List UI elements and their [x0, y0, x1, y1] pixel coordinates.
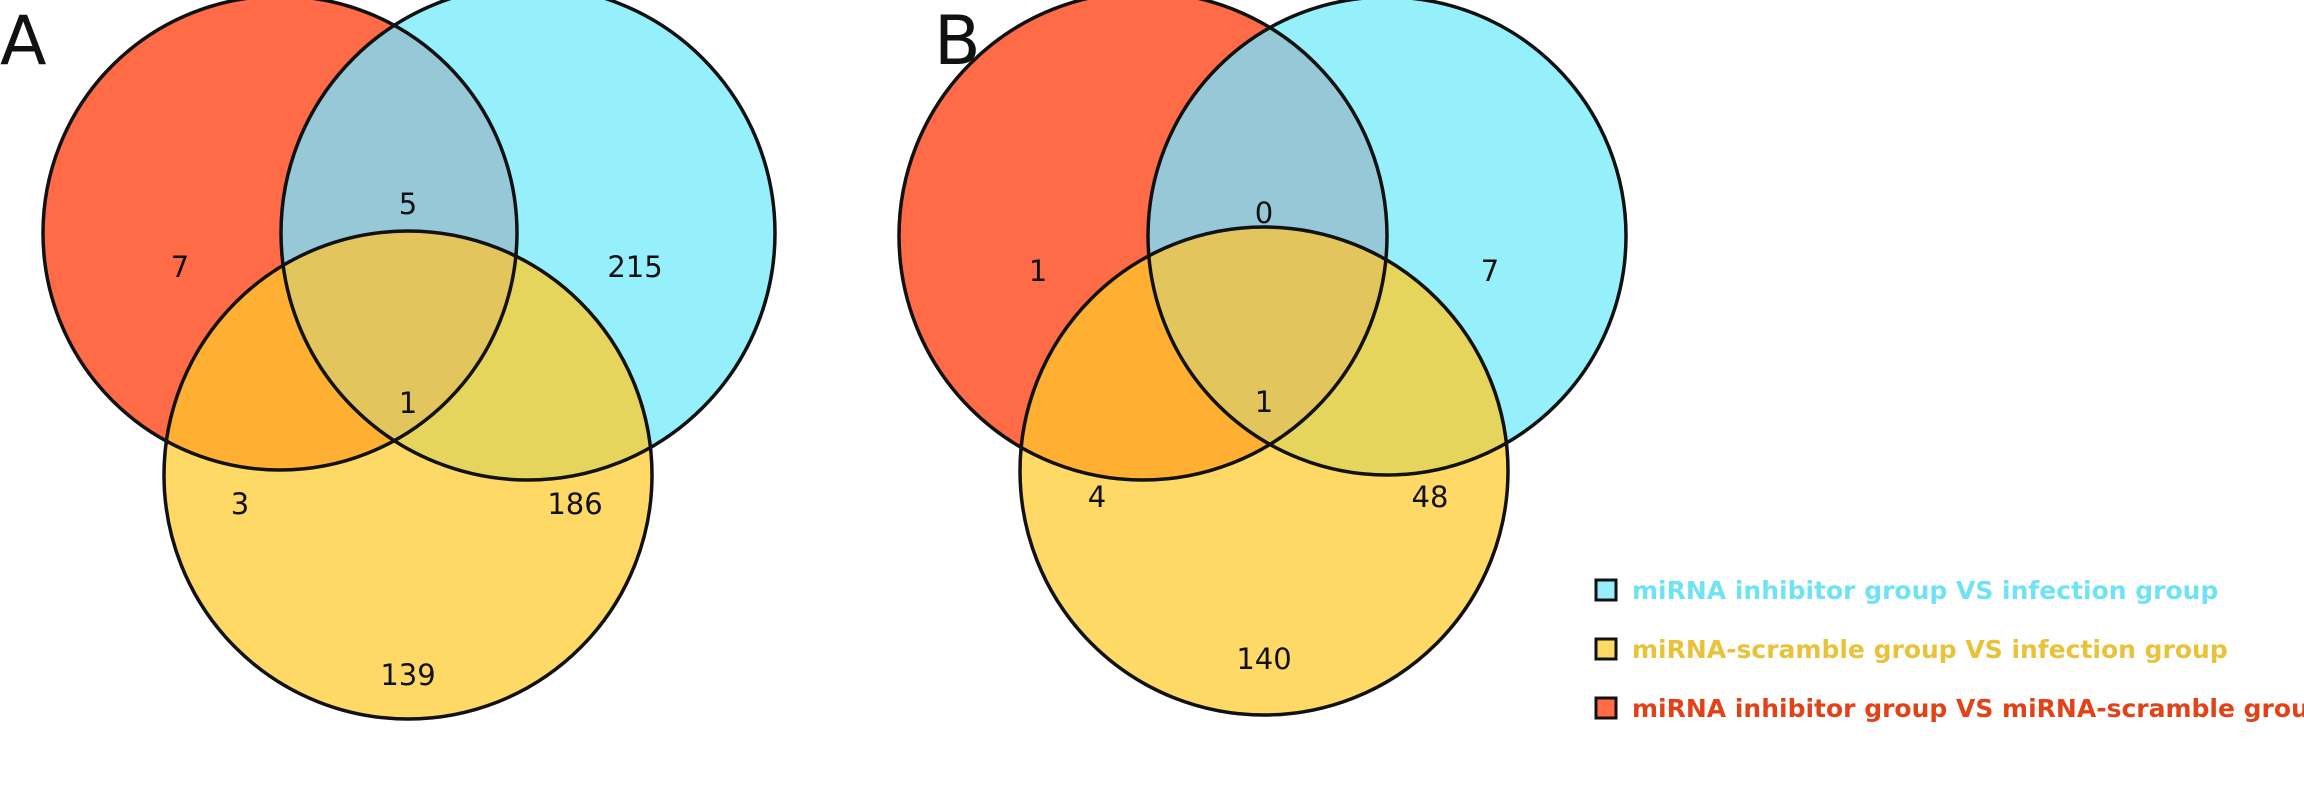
count-c-only: 139 [380, 658, 435, 692]
venn-counts-b: 1 0 7 1 4 48 140 [1029, 196, 1499, 676]
set-b-outline [279, 0, 777, 482]
venn-outlines-a [41, 0, 777, 721]
count-ac: 3 [231, 487, 249, 521]
venn-regions-a [43, 0, 775, 719]
count-b-only: 215 [607, 250, 662, 284]
venn-regions-b [899, 0, 1626, 715]
venn-counts-a: 7 5 215 1 3 186 139 [171, 187, 663, 692]
legend-swatch [1594, 696, 1618, 720]
count-ab: 0 [1255, 196, 1273, 230]
venn-outlines-b [897, 0, 1628, 717]
count-abc: 1 [399, 386, 417, 420]
region-ac-fill [164, 231, 517, 470]
legend-swatch [1594, 637, 1618, 661]
panel-letter-a: A [0, 2, 47, 81]
region-ac-fill-clip [164, 231, 517, 470]
set-c-outline [1018, 225, 1510, 717]
legend-item-scramble-vs-infection: miRNA-scramble group VS infection group [1594, 635, 2228, 664]
set-a-outline [897, 0, 1389, 482]
venn-panel-a: A 7 5 215 1 3 186 139 [0, 0, 777, 721]
count-bc: 48 [1412, 480, 1449, 514]
venn-panel-b: B 1 0 7 1 4 48 140 [897, 0, 1628, 717]
count-b-only: 7 [1481, 254, 1499, 288]
count-ab: 5 [399, 187, 417, 221]
count-abc: 1 [1255, 385, 1273, 419]
count-ac: 4 [1088, 480, 1106, 514]
legend-item-inhibitor-vs-infection: miRNA inhibitor group VS infection group [1594, 576, 2218, 605]
count-a-only: 7 [171, 250, 189, 284]
count-bc: 186 [547, 487, 602, 521]
count-a-only: 1 [1029, 254, 1047, 288]
set-b-outline [1146, 0, 1628, 477]
legend-label: miRNA inhibitor group VS miRNA-scramble … [1632, 694, 2304, 723]
legend-label: miRNA inhibitor group VS infection group [1632, 576, 2218, 605]
legend-item-inhibitor-vs-scramble: miRNA inhibitor group VS miRNA-scramble … [1594, 694, 2304, 723]
count-c-only: 140 [1236, 642, 1291, 676]
legend-swatch [1594, 578, 1618, 602]
legend-label: miRNA-scramble group VS infection group [1632, 635, 2228, 664]
set-c-outline [162, 229, 654, 721]
set-a-outline [41, 0, 519, 472]
legend: miRNA inhibitor group VS infection group… [1594, 576, 2304, 723]
